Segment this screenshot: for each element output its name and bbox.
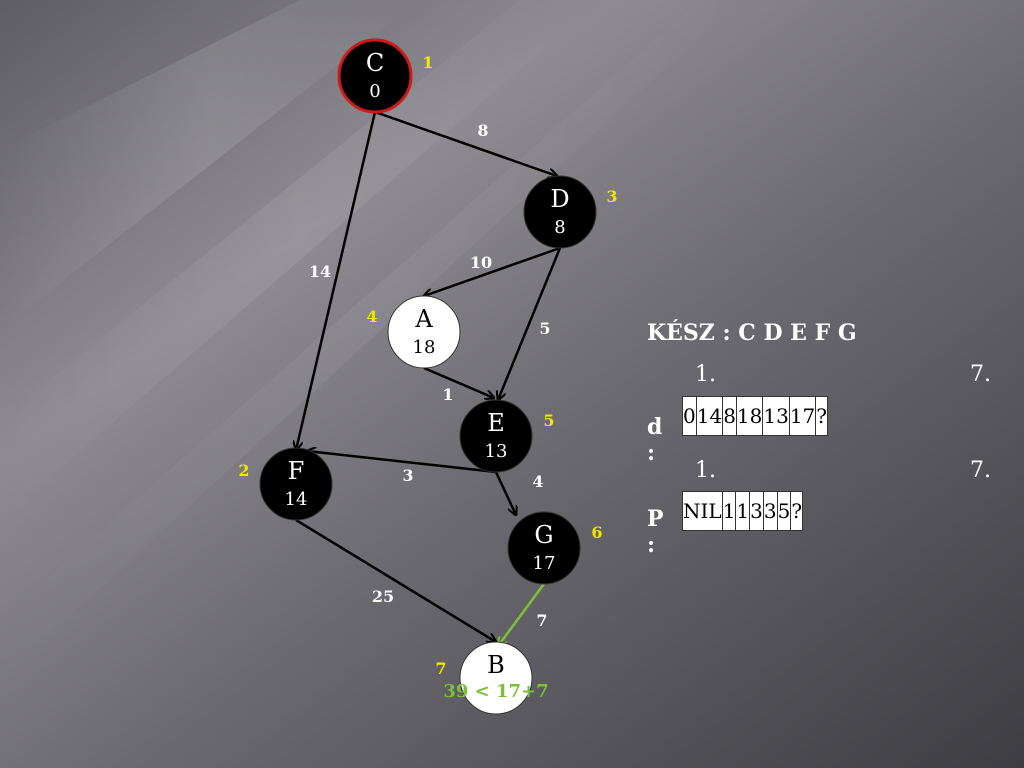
node-value-a: 18: [413, 337, 436, 358]
p-cell: 5: [776, 491, 792, 531]
d-array: 0 14 8 18 13 17 ?: [682, 396, 829, 436]
edge-c-f: [296, 111, 377, 450]
edge-a-e: [423, 366, 494, 398]
node-c: [337, 38, 413, 114]
node-d: [523, 175, 597, 249]
node-value-b: 39 < 17+7: [443, 681, 548, 702]
p-row-label: P :: [647, 506, 664, 558]
node-value-c: 0: [369, 81, 380, 102]
edge-weight-g-b: 7: [536, 611, 547, 630]
p-array: NIL 1 1 3 3 5 ?: [682, 491, 804, 531]
edge-e-g: [494, 471, 516, 515]
node-value-f: 14: [285, 489, 308, 510]
done-set-label: KÉSZ : C D E F G: [647, 320, 857, 346]
node-label-f: F: [288, 457, 305, 485]
edge-weight-e-f: 3: [402, 466, 413, 485]
edge-weight-a-e: 1: [442, 385, 453, 404]
node-e: [459, 399, 533, 473]
node-label-c: C: [366, 49, 384, 77]
node-a: [387, 295, 461, 369]
d-cell: 8: [722, 396, 737, 436]
node-order-g: 6: [591, 523, 602, 542]
p-first-index: 1.: [695, 458, 716, 483]
d-last-index: 7.: [970, 362, 991, 387]
edge-f-b: [295, 518, 496, 642]
p-cell: 1: [735, 491, 751, 531]
node-label-e: E: [487, 409, 505, 437]
node-g: [507, 511, 581, 585]
edge-weight-c-d: 8: [477, 121, 488, 140]
d-cell: 13: [762, 396, 790, 436]
node-label-b: B: [487, 651, 505, 679]
edge-weight-e-g: 4: [532, 472, 543, 491]
edge-g-b: [498, 583, 546, 646]
d-first-index: 1.: [695, 362, 716, 387]
node-order-c: 1: [422, 53, 433, 72]
edge-weight-f-b: 25: [372, 587, 394, 606]
edge-d-e: [498, 247, 562, 400]
d-cell: 14: [695, 396, 724, 436]
node-f: [259, 447, 333, 521]
p-cell: 3: [762, 491, 778, 531]
edge-weight-d-e: 5: [539, 319, 550, 338]
d-cell: 0: [682, 396, 697, 436]
d-cell: 17: [788, 396, 817, 436]
d-row-label: d :: [647, 414, 663, 466]
edge-weight-d-a: 10: [470, 253, 492, 272]
node-order-d: 3: [606, 187, 617, 206]
node-value-e: 13: [485, 441, 508, 462]
edge-e-f: [307, 451, 497, 474]
node-order-b: 7: [435, 659, 446, 678]
edge-c-d: [374, 110, 557, 176]
node-label-d: D: [550, 185, 569, 213]
p-cell: 3: [749, 491, 764, 531]
d-cell: 18: [735, 396, 764, 436]
p-cell: NIL: [682, 491, 723, 531]
node-value-d: 8: [554, 217, 565, 238]
edge-d-a: [424, 246, 561, 296]
p-last-index: 7.: [970, 458, 991, 483]
edge-weight-c-f: 14: [309, 262, 331, 281]
d-cell: ?: [815, 396, 829, 436]
node-label-a: A: [414, 305, 433, 333]
node-b: [459, 641, 533, 715]
p-cell: ?: [790, 491, 804, 531]
p-cell: 1: [721, 491, 737, 531]
node-order-a: 4: [366, 307, 377, 326]
node-value-g: 17: [533, 553, 556, 574]
node-order-e: 5: [543, 411, 554, 430]
node-label-g: G: [534, 521, 553, 549]
node-order-f: 2: [238, 461, 249, 480]
